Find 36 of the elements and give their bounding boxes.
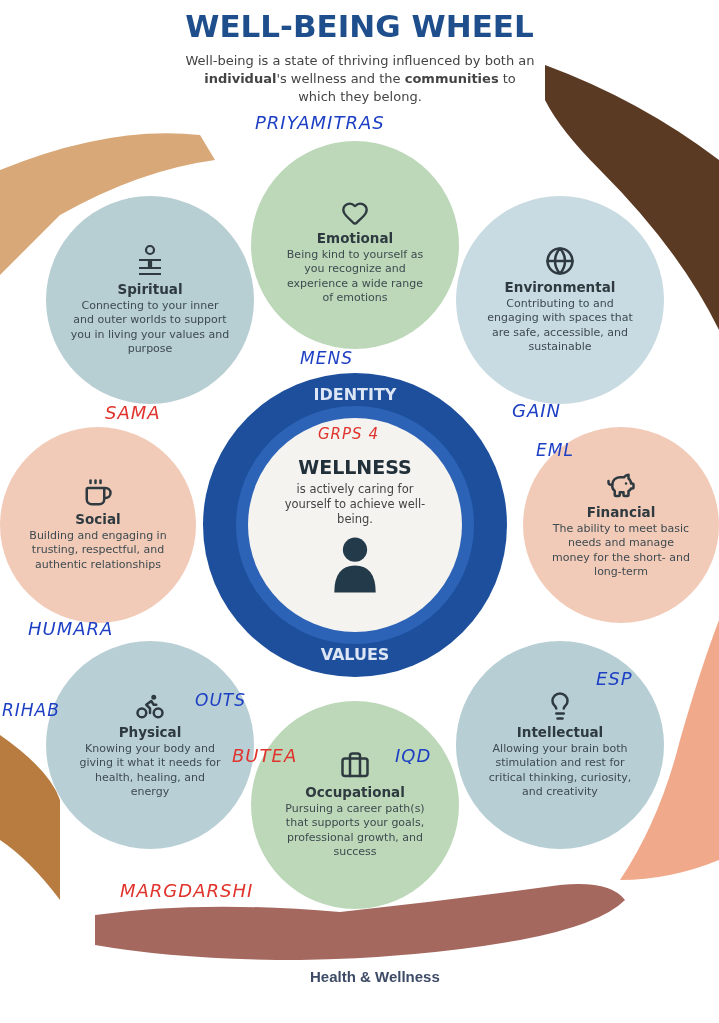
dimension-description: The ability to meet basic needs and manage money for the short- and long-term xyxy=(551,522,691,579)
handwritten-note: OUTS xyxy=(195,690,246,710)
dimension-heading: Financial xyxy=(586,504,656,521)
dimension-description: Pursuing a career path(s) that supports your goals, professional growth, and success xyxy=(284,802,426,859)
handwritten-note: RIHAB xyxy=(2,700,60,720)
dimension-description: Being kind to yourself as you recognize and experience a wide range of emotions xyxy=(285,248,425,305)
ring-label: IDENTITY xyxy=(312,385,398,404)
dimension-description: Connecting to your inner and outer worlds to support you in living your values and purpose xyxy=(70,299,230,356)
dimension-heading: Social xyxy=(75,511,121,528)
dimension-description: Building and engaging in trusting, respectful, and authentic relationships xyxy=(28,529,168,572)
handwritten-note: GAIN xyxy=(512,400,562,421)
handwritten-note: ESP xyxy=(596,668,633,689)
dimension-heading: Occupational xyxy=(305,784,405,801)
handwritten-note: BUTEA xyxy=(232,745,298,766)
handwritten-note: IQD xyxy=(395,745,432,766)
handwritten-note: GRPS 4 xyxy=(318,425,379,443)
handwritten-note: MARGDARSHI xyxy=(120,880,254,901)
center-description: is actively caring for yourself to achieve well-being. xyxy=(283,482,427,527)
dimension-heading: Spiritual xyxy=(117,281,183,298)
dimension-description: Allowing your brain both stimulation and rest for critical thinking, curiosity, and creativity xyxy=(487,742,633,799)
handwritten-note: PRIYAMITRAS xyxy=(255,112,385,133)
dimension-heading: Intellectual xyxy=(516,724,604,741)
ring-label: VALUES xyxy=(319,645,391,664)
subtitle-text: Well-being is a state of thriving influenced by both an individual's wellness and the communities to which they belong. xyxy=(185,52,535,107)
dimension-heading: Emotional xyxy=(316,230,394,247)
dimension-heading: Environmental xyxy=(504,279,616,296)
dimension-description: Contributing to and engaging with spaces that are safe, accessible, and sustainable xyxy=(486,297,634,354)
dimension-heading: Physical xyxy=(118,724,182,741)
handwritten-note: HUMARA xyxy=(28,618,114,639)
diagram-title: WELL-BEING WHEEL xyxy=(184,8,535,44)
handwritten-note: EML xyxy=(536,440,574,460)
dimension-description: Knowing your body and giving it what it needs for health, healing, and energy xyxy=(78,742,222,799)
handwritten-note: SAMA xyxy=(105,402,161,423)
center-heading: WELLNESS xyxy=(298,456,412,478)
footer-text: Health & Wellness xyxy=(310,968,440,985)
handwritten-note: MENS xyxy=(300,348,353,368)
